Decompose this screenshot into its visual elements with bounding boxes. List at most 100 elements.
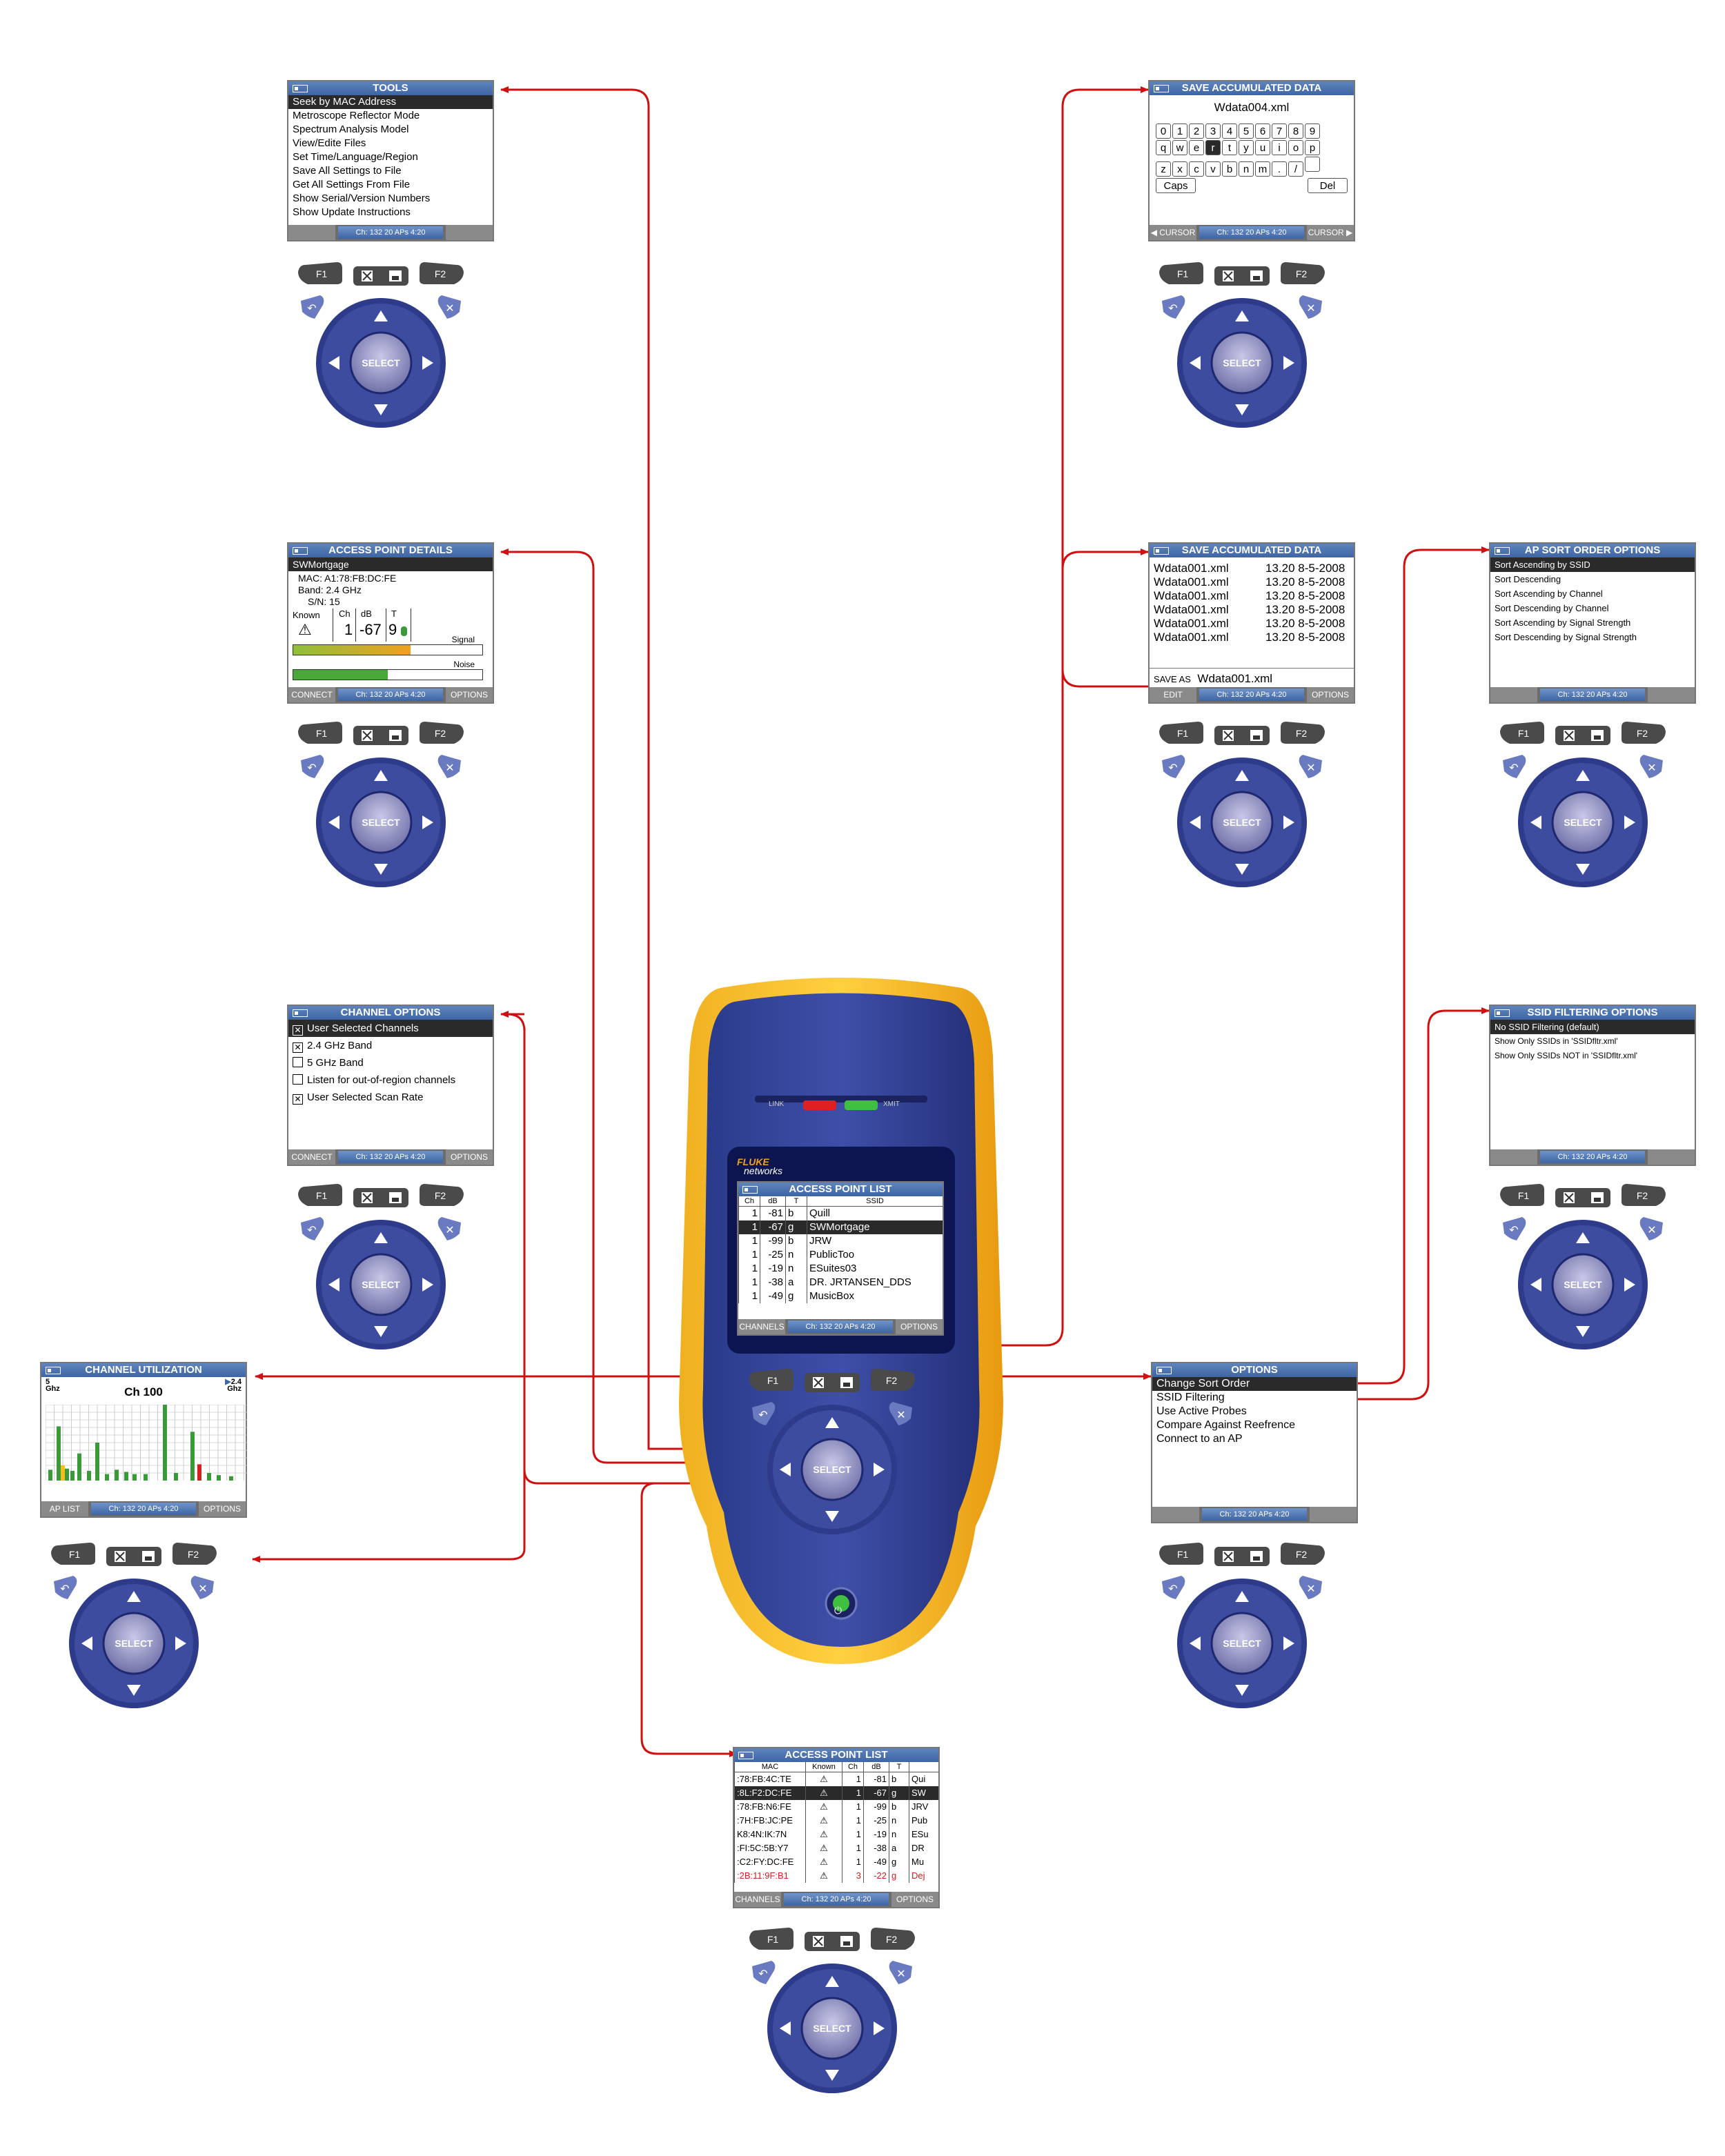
- keyboard-key[interactable]: x: [1172, 161, 1187, 177]
- tools-item[interactable]: Metroscope Reflector Mode: [293, 110, 420, 121]
- tools-item[interactable]: Set Time/Language/Region: [293, 151, 418, 163]
- select-button[interactable]: [102, 1612, 166, 1675]
- filename-input[interactable]: Wdata004.xml: [1214, 101, 1290, 114]
- keyboard-key[interactable]: 3: [1205, 123, 1221, 139]
- back-button[interactable]: [54, 1576, 77, 1599]
- keyboard-key[interactable]: /: [1288, 161, 1303, 177]
- up-arrow-icon[interactable]: [825, 1417, 839, 1428]
- left-arrow-icon[interactable]: [1190, 356, 1201, 370]
- right-arrow-icon[interactable]: [1624, 815, 1635, 829]
- left-arrow-icon[interactable]: [328, 356, 339, 370]
- options-item[interactable]: Change Sort Order: [1152, 1377, 1357, 1391]
- right-arrow-icon[interactable]: [874, 1463, 885, 1476]
- keyboard-key[interactable]: z: [1156, 161, 1171, 177]
- tools-button[interactable]: [437, 295, 461, 319]
- up-arrow-icon[interactable]: [1576, 770, 1590, 781]
- ssid-filter-item[interactable]: Show Only SSIDs in 'SSIDfltr.xml': [1495, 1036, 1618, 1046]
- back-button[interactable]: [1503, 1217, 1526, 1240]
- keyboard-key[interactable]: 9: [1305, 123, 1320, 139]
- back-button[interactable]: [752, 1961, 776, 1984]
- channels-button[interactable]: CHANNELS: [738, 1319, 785, 1334]
- back-button[interactable]: [1162, 295, 1185, 319]
- right-arrow-icon[interactable]: [1283, 356, 1294, 370]
- checkbox-icon[interactable]: [293, 1057, 303, 1067]
- back-button[interactable]: [301, 1217, 324, 1240]
- right-arrow-icon[interactable]: [1283, 1636, 1294, 1650]
- up-arrow-icon[interactable]: [374, 1232, 388, 1243]
- down-arrow-icon[interactable]: [374, 1326, 388, 1337]
- delete-key[interactable]: Del: [1308, 178, 1348, 193]
- f2-button[interactable]: F2: [172, 1543, 217, 1565]
- options-button[interactable]: OPTIONS: [199, 1501, 246, 1516]
- keyboard-key[interactable]: y: [1239, 140, 1254, 155]
- keyboard-key[interactable]: m: [1255, 161, 1270, 177]
- f1-button[interactable]: F1: [1500, 1184, 1544, 1206]
- f1-button[interactable]: F1: [1500, 722, 1544, 744]
- keyboard-key[interactable]: r: [1205, 140, 1221, 155]
- f2-button[interactable]: F2: [871, 1369, 915, 1391]
- back-button[interactable]: [1162, 1576, 1185, 1599]
- options-button[interactable]: OPTIONS: [896, 1319, 943, 1334]
- save-as-input[interactable]: Wdata001.xml: [1197, 672, 1273, 685]
- cursor-right-button[interactable]: CURSOR ▶: [1307, 225, 1354, 240]
- f2-button[interactable]: F2: [1281, 722, 1325, 744]
- sort-item[interactable]: Sort Ascending by SSID: [1490, 557, 1695, 572]
- tools-item[interactable]: View/Edite Files: [293, 137, 366, 149]
- f2-button[interactable]: F2: [420, 1184, 464, 1206]
- up-arrow-icon[interactable]: [1235, 310, 1249, 322]
- channel-option[interactable]: ✕2.4 GHz Band: [288, 1037, 493, 1054]
- down-arrow-icon[interactable]: [1235, 864, 1249, 875]
- tools-button[interactable]: [1299, 755, 1322, 778]
- checkbox-checked-icon[interactable]: ✕: [293, 1025, 303, 1036]
- checkbox-checked-icon[interactable]: ✕: [293, 1094, 303, 1105]
- select-button[interactable]: [349, 331, 413, 395]
- left-arrow-icon[interactable]: [780, 1463, 791, 1476]
- f2-button[interactable]: F2: [420, 722, 464, 744]
- channels-button[interactable]: CHANNELS: [734, 1892, 781, 1907]
- right-arrow-icon[interactable]: [422, 815, 433, 829]
- down-arrow-icon[interactable]: [374, 404, 388, 415]
- cursor-left-button[interactable]: ◀ CURSOR: [1150, 225, 1196, 240]
- f2-button[interactable]: F2: [1621, 722, 1666, 744]
- channel-option[interactable]: ✕User Selected Channels: [288, 1020, 493, 1037]
- sort-item[interactable]: Sort Ascending by Signal Strength: [1495, 617, 1631, 628]
- f1-button[interactable]: F1: [298, 722, 342, 744]
- select-button[interactable]: [1551, 1253, 1615, 1316]
- f1-button[interactable]: F1: [1159, 1543, 1203, 1565]
- f2-button[interactable]: F2: [1621, 1184, 1666, 1206]
- down-arrow-icon[interactable]: [825, 1511, 839, 1522]
- f1-button[interactable]: F1: [298, 262, 342, 284]
- channel-option[interactable]: ✕User Selected Scan Rate: [288, 1089, 493, 1106]
- back-button[interactable]: [301, 755, 324, 778]
- right-arrow-icon[interactable]: [422, 356, 433, 370]
- keyboard-key[interactable]: q: [1156, 140, 1171, 155]
- down-arrow-icon[interactable]: [127, 1685, 141, 1696]
- keyboard-key[interactable]: p: [1305, 140, 1320, 155]
- back-button[interactable]: [1503, 755, 1526, 778]
- down-arrow-icon[interactable]: [825, 2070, 839, 2081]
- ssid-filter-item[interactable]: Show Only SSIDs NOT in 'SSIDfltr.xml': [1495, 1051, 1638, 1060]
- left-arrow-icon[interactable]: [328, 815, 339, 829]
- checkbox-icon[interactable]: [293, 1074, 303, 1085]
- select-button[interactable]: [1551, 791, 1615, 854]
- checkbox-checked-icon[interactable]: ✕: [293, 1042, 303, 1053]
- keyboard-key[interactable]: 2: [1189, 123, 1204, 139]
- sort-item[interactable]: Sort Descending: [1495, 574, 1561, 584]
- right-arrow-icon[interactable]: [422, 1278, 433, 1292]
- tools-button[interactable]: [437, 755, 461, 778]
- tools-item[interactable]: Seek by MAC Address: [288, 95, 493, 109]
- tools-item[interactable]: Show Serial/Version Numbers: [293, 192, 431, 204]
- tools-button[interactable]: [437, 1217, 461, 1240]
